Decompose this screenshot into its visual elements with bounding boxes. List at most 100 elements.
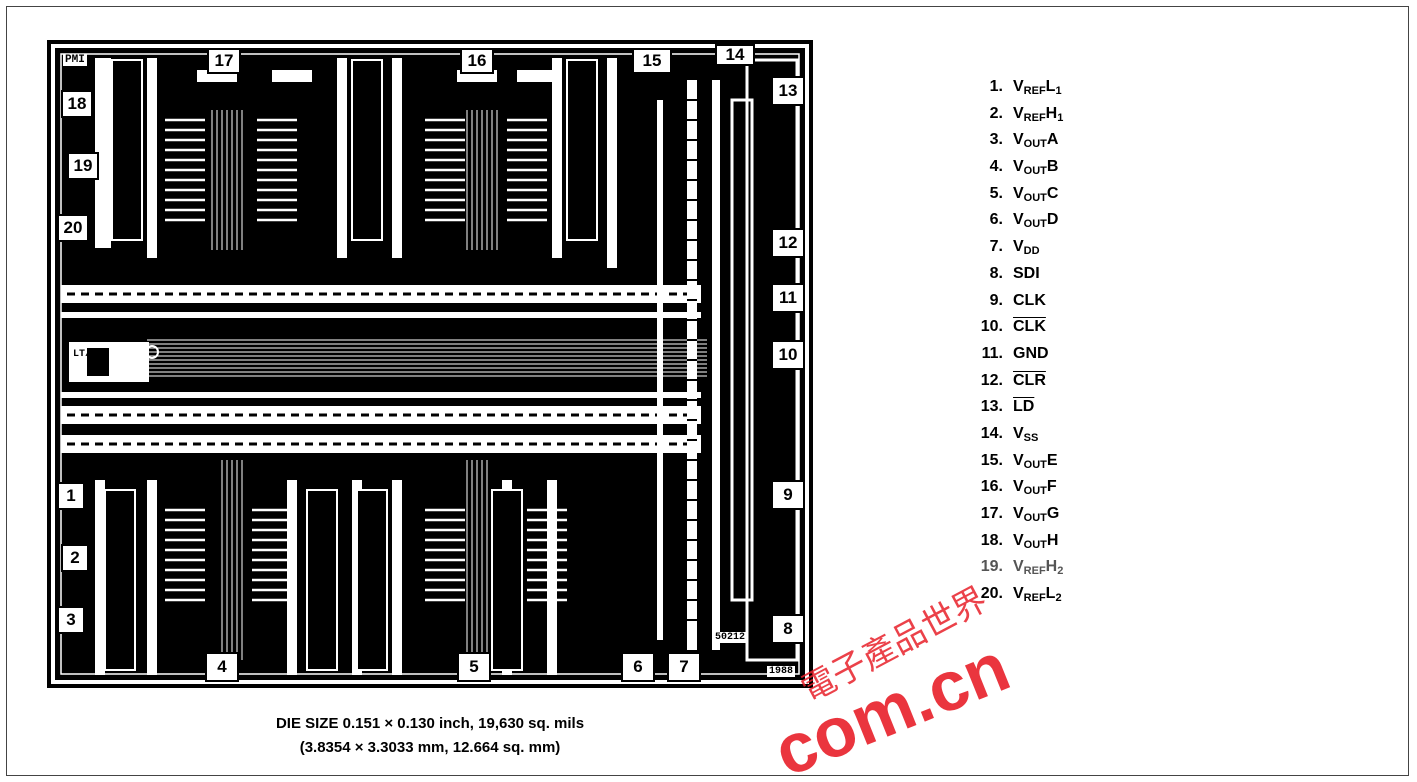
pin-name: V <box>1013 184 1024 202</box>
pin-name: SDI <box>1013 264 1040 282</box>
pin-subscript: OUT <box>1023 138 1047 151</box>
pin-name: V <box>1013 558 1024 576</box>
pin-name: V <box>1013 104 1024 122</box>
bond-pad-7: 7 <box>667 652 701 682</box>
bond-pad-12: 12 <box>771 228 805 258</box>
die-circuitry <box>51 44 809 684</box>
pin-name: V <box>1013 585 1024 603</box>
pin-name: V <box>1013 424 1024 442</box>
pin-item: 10. CLK <box>953 318 1063 345</box>
pin-subscript: DD <box>1023 245 1040 258</box>
bond-pad-9: 9 <box>771 480 805 510</box>
pin-number: 6. <box>989 211 1003 229</box>
pin-number: 17. <box>980 505 1003 522</box>
pin-name: V <box>1013 505 1024 522</box>
pin-subscript: OUT <box>1023 191 1047 204</box>
pin-suffix: A <box>1046 131 1059 149</box>
pin-name: V <box>1013 451 1024 469</box>
pin-suffix: C <box>1046 184 1059 202</box>
bond-pad-14: 14 <box>715 44 755 66</box>
die-logo-mark: LT/PC <box>73 349 104 360</box>
pin-index-subscript: 2 <box>1055 592 1062 605</box>
pin-subscript: OUT <box>1023 485 1047 498</box>
pin-suffix: E <box>1046 451 1058 469</box>
bond-pad-4: 4 <box>205 652 239 682</box>
pin-name: CLK <box>1013 318 1046 336</box>
bond-pad-19: 19 <box>67 152 99 180</box>
pin-name: V <box>1013 131 1024 149</box>
figure-frame <box>6 6 1409 776</box>
pin-suffix: G <box>1046 505 1060 522</box>
pin-number: 20. <box>980 585 1003 603</box>
pin-number: 11. <box>981 344 1003 362</box>
pin-subscript: REF <box>1023 111 1046 124</box>
pin-suffix: H <box>1045 558 1058 576</box>
pin-name: V <box>1013 238 1024 256</box>
pin-number: 9. <box>989 291 1003 309</box>
pin-item: 8. SDI <box>953 265 1063 292</box>
bond-pad-15: 15 <box>632 48 672 74</box>
pin-number: 13. <box>980 398 1003 416</box>
pin-suffix: L <box>1045 78 1056 95</box>
bond-pad-17: 17 <box>207 48 241 74</box>
die-year-mark: 1988 <box>767 666 796 677</box>
pin-subscript: REF <box>1023 565 1046 578</box>
pin-number: 3. <box>989 131 1003 149</box>
die-size-caption: DIE SIZE 0.151 × 0.130 inch, 19,630 sq. … <box>140 712 720 760</box>
bond-pad-5: 5 <box>457 652 491 682</box>
pin-name: V <box>1013 158 1024 176</box>
pin-number: 12. <box>980 371 1003 389</box>
pin-suffix: F <box>1046 478 1057 496</box>
pin-subscript: REF <box>1023 592 1046 605</box>
bond-pad-16: 16 <box>460 48 494 74</box>
pin-name: CLR <box>1013 371 1046 389</box>
pin-number: 7. <box>989 238 1003 256</box>
pin-name: V <box>1013 478 1024 496</box>
pin-suffix: D <box>1046 211 1059 229</box>
pin-subscript: OUT <box>1023 538 1047 551</box>
pin-name: V <box>1013 78 1024 95</box>
pin-number: 14. <box>980 424 1003 442</box>
pin-number: 19. <box>980 558 1003 576</box>
pin-number: 15. <box>980 451 1003 469</box>
pin-number: 8. <box>989 264 1003 282</box>
pin-subscript: OUT <box>1023 458 1047 471</box>
caption-line-1: DIE SIZE 0.151 × 0.130 inch, 19,630 sq. … <box>275 715 585 732</box>
bond-pad-2: 2 <box>61 544 89 572</box>
pin-item: 12. CLR <box>953 372 1063 399</box>
pin-index-subscript: 1 <box>1055 85 1062 97</box>
pin-item: 9. CLK <box>953 292 1063 319</box>
die-corner-mark-pmi: PMI <box>63 54 87 66</box>
pin-suffix: H <box>1045 104 1058 122</box>
pin-name: CLK <box>1013 291 1046 309</box>
pin-subscript: SS <box>1023 431 1039 444</box>
bond-pad-11: 11 <box>771 283 805 313</box>
pin-subscript: REF <box>1023 85 1046 97</box>
pin-number: 18. <box>980 531 1003 549</box>
pin-number: 10. <box>980 318 1003 336</box>
pin-number: 4. <box>989 158 1003 176</box>
pin-suffix: B <box>1046 158 1059 176</box>
bond-pad-6: 6 <box>621 652 655 682</box>
pin-number: 2. <box>989 104 1003 122</box>
bond-pad-20: 20 <box>57 214 89 242</box>
die-part-marking: 50212 <box>713 632 748 643</box>
pin-subscript: OUT <box>1023 512 1047 524</box>
pin-subscript: OUT <box>1023 218 1047 231</box>
pin-index-subscript: 1 <box>1057 111 1064 124</box>
pin-number: 1. <box>989 78 1003 95</box>
